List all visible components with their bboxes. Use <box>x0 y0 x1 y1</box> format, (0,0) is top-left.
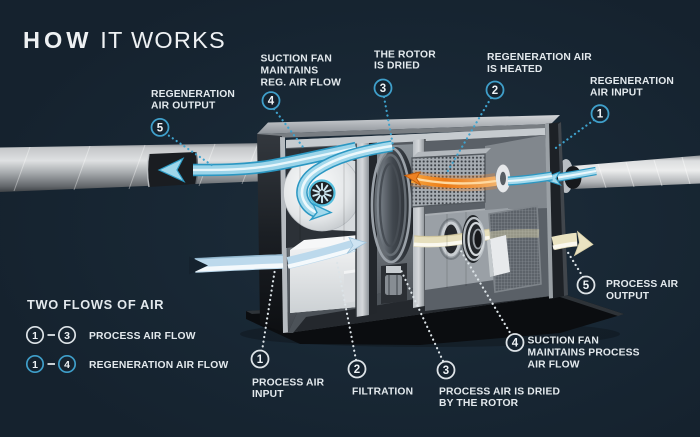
svg-text:INPUT: INPUT <box>252 389 284 400</box>
svg-text:2: 2 <box>354 364 360 376</box>
svg-text:TWO FLOWS OF AIR: TWO FLOWS OF AIR <box>27 297 164 312</box>
svg-text:THE ROTOR: THE ROTOR <box>374 49 436 60</box>
svg-text:4: 4 <box>512 338 519 350</box>
svg-text:REGENERATION: REGENERATION <box>151 89 235 100</box>
svg-text:HOW IT WORKS: HOW IT WORKS <box>23 27 226 53</box>
svg-text:REGENERATION AIR FLOW: REGENERATION AIR FLOW <box>89 360 228 371</box>
svg-text:BY THE ROTOR: BY THE ROTOR <box>439 398 519 409</box>
svg-text:4: 4 <box>64 359 70 371</box>
svg-text:IS HEATED: IS HEATED <box>487 64 543 75</box>
svg-text:5: 5 <box>583 280 590 292</box>
svg-text:MAINTAINS: MAINTAINS <box>261 66 319 77</box>
svg-text:1: 1 <box>257 354 264 366</box>
svg-text:REGENERATION AIR: REGENERATION AIR <box>487 52 592 63</box>
svg-text:PROCESS AIR: PROCESS AIR <box>252 378 325 389</box>
svg-text:SUCTION FAN: SUCTION FAN <box>261 54 332 65</box>
svg-text:3: 3 <box>443 365 449 377</box>
svg-text:PROCESS AIR IS DRIED: PROCESS AIR IS DRIED <box>439 387 560 398</box>
svg-text:AIR OUTPUT: AIR OUTPUT <box>151 100 216 111</box>
svg-text:1: 1 <box>32 359 38 371</box>
svg-text:3: 3 <box>380 83 386 95</box>
svg-text:3: 3 <box>64 330 70 342</box>
svg-text:5: 5 <box>157 122 164 134</box>
svg-text:AIR FLOW: AIR FLOW <box>528 360 580 371</box>
svg-text:4: 4 <box>268 96 275 108</box>
svg-text:PROCESS AIR FLOW: PROCESS AIR FLOW <box>89 331 196 342</box>
svg-text:MAINTAINS PROCESS: MAINTAINS PROCESS <box>528 348 640 359</box>
svg-text:SUCTION FAN: SUCTION FAN <box>528 336 599 347</box>
svg-text:1: 1 <box>597 109 604 121</box>
svg-text:PROCESS AIR: PROCESS AIR <box>606 279 679 290</box>
svg-text:IS DRIED: IS DRIED <box>374 61 420 72</box>
svg-text:1: 1 <box>32 330 38 342</box>
svg-text:REGENERATION: REGENERATION <box>590 76 674 87</box>
svg-text:AIR INPUT: AIR INPUT <box>590 88 643 99</box>
svg-text:FILTRATION: FILTRATION <box>352 387 413 398</box>
svg-text:2: 2 <box>492 85 498 97</box>
svg-text:OUTPUT: OUTPUT <box>606 291 650 302</box>
svg-text:REG. AIR FLOW: REG. AIR FLOW <box>261 78 342 89</box>
